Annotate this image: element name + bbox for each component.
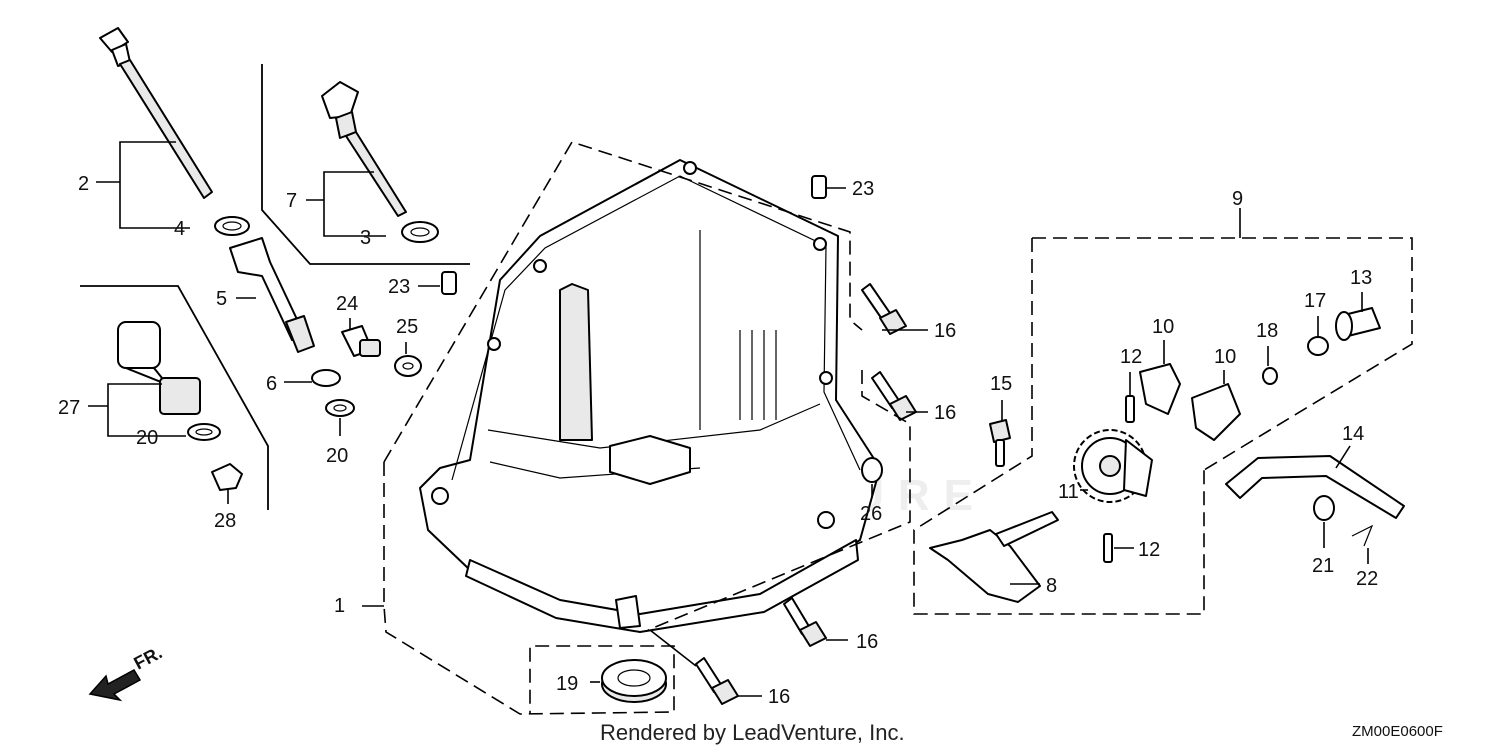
callout-10a: 10 <box>1152 316 1174 338</box>
callout-27: 27 <box>58 397 80 419</box>
bolt-part-16-d <box>695 657 739 705</box>
washer-part-25 <box>394 355 422 377</box>
front-arrow-label: FR. <box>130 642 165 673</box>
footer-credit: Rendered by LeadVenture, Inc. <box>600 720 905 745</box>
callout-4: 4 <box>174 218 185 240</box>
callout-23a: 23 <box>852 178 874 200</box>
callout-1: 1 <box>334 595 345 617</box>
plug-part-26 <box>861 457 883 483</box>
callout-20b: 20 <box>326 445 348 467</box>
dowel-pin-part-23-top <box>811 175 827 199</box>
callout-13: 13 <box>1350 267 1372 289</box>
callout-6: 6 <box>266 373 277 395</box>
callout-3: 3 <box>360 227 371 249</box>
dipstick-short-part <box>321 81 407 217</box>
callout-14: 14 <box>1342 423 1364 445</box>
front-direction-arrow: FR. <box>88 642 165 702</box>
clip-part <box>211 463 243 491</box>
o-ring-part-20-mid <box>325 399 355 417</box>
callout-7: 7 <box>286 190 297 212</box>
dowel-pin-part-23-mid <box>441 271 457 295</box>
callout-21: 21 <box>1312 555 1334 577</box>
governor-plate-part <box>929 511 1059 603</box>
callout-12b: 12 <box>1138 539 1160 561</box>
oil-filler-cap-part <box>117 321 201 415</box>
callout-15: 15 <box>990 373 1012 395</box>
pin-part-12-top <box>1125 395 1135 423</box>
callout-10b: 10 <box>1214 346 1236 368</box>
callout-16a: 16 <box>934 320 956 342</box>
callout-9: 9 <box>1232 188 1243 210</box>
callout-24: 24 <box>336 293 358 315</box>
governor-weight-part-b <box>1191 383 1241 441</box>
o-ring-part-20-left <box>187 423 221 441</box>
bolt-part-15 <box>989 419 1011 467</box>
oil-pan-part <box>419 159 881 633</box>
governor-shaft-part <box>1335 307 1381 341</box>
callout-26: 26 <box>860 503 882 525</box>
washer-part-17 <box>1307 336 1329 356</box>
dipstick-long-part <box>99 27 213 199</box>
governor-arm-part <box>1225 455 1405 519</box>
callout-16b: 16 <box>934 402 956 424</box>
bolt-part-16-a <box>861 283 907 335</box>
callout-16d: 16 <box>768 686 790 708</box>
washer-part-4 <box>214 216 250 236</box>
clip-part-6 <box>311 369 341 387</box>
drain-plug-part <box>341 325 381 357</box>
washer-part-3 <box>401 221 439 243</box>
callout-2: 2 <box>78 173 89 195</box>
callout-8: 8 <box>1046 575 1057 597</box>
washer-part-21 <box>1313 495 1335 521</box>
governor-gear-part <box>1073 429 1153 503</box>
pin-part-12-bottom <box>1103 533 1113 563</box>
callout-20a: 20 <box>136 427 158 449</box>
callout-16c: 16 <box>856 631 878 653</box>
callout-23b: 23 <box>388 276 410 298</box>
callout-18: 18 <box>1256 320 1278 342</box>
callout-28: 28 <box>214 510 236 532</box>
callout-17: 17 <box>1304 290 1326 312</box>
diagram-code: ZM00E0600F <box>1352 723 1443 740</box>
guide-tube-part <box>229 237 315 353</box>
clip-part-22 <box>1351 524 1374 547</box>
callout-12a: 12 <box>1120 346 1142 368</box>
bolt-part-16-c <box>783 597 827 647</box>
callout-19: 19 <box>556 673 578 695</box>
callout-22: 22 <box>1356 568 1378 590</box>
callout-25: 25 <box>396 316 418 338</box>
callout-11: 11 <box>1058 481 1079 503</box>
clip-part-18 <box>1262 367 1278 385</box>
governor-weight-part-a <box>1139 363 1181 415</box>
callout-5: 5 <box>216 288 227 310</box>
oil-seal-part <box>601 659 667 703</box>
